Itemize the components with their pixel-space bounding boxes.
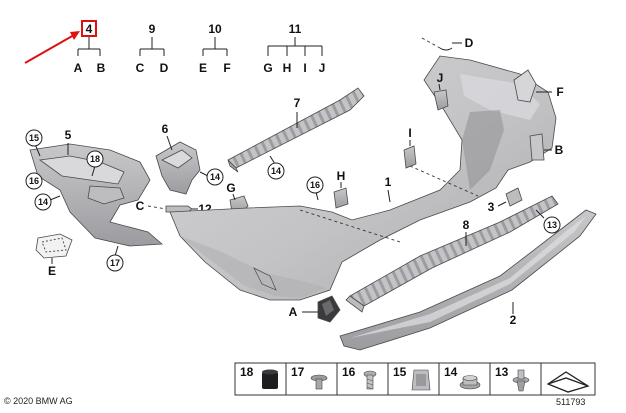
svg-text:16: 16 [310,180,320,190]
collar-nut-icon[interactable] [459,375,481,390]
part-6-bracket[interactable] [155,141,201,195]
tree-parent-9[interactable]: 9 [149,22,156,36]
callout-g[interactable]: G [226,181,235,195]
legend-num-13: 13 [495,365,509,379]
tree-group-11: 11 G H I J [263,22,325,75]
callout-7[interactable]: 7 [294,96,301,110]
part-1-rear-bumper[interactable] [169,55,557,301]
diagram-number: 511793 [556,397,586,407]
circle-callout-18[interactable]: 18 [86,150,104,177]
repair-kit-icon[interactable] [546,371,590,393]
svg-text:14: 14 [38,197,48,207]
callout-8[interactable]: 8 [463,218,470,232]
fastener-legend: 18 17 16 15 14 13 [234,362,596,396]
callout-a[interactable]: A [289,305,298,319]
svg-text:13: 13 [547,220,557,230]
svg-text:14: 14 [210,172,220,182]
circle-callout-14-mid[interactable]: 14 [199,168,224,186]
legend-num-18: 18 [240,365,254,379]
tree-group-9: 9 C D [136,22,169,75]
clip-nut-icon[interactable] [411,369,431,391]
part-e-small-bracket[interactable] [35,233,73,259]
callout-1[interactable]: 1 [385,175,392,189]
legend-num-14: 14 [444,365,458,379]
tree-child-b[interactable]: B [97,61,106,75]
callout-f[interactable]: F [556,85,563,99]
circle-callout-16-left[interactable]: 16 [25,172,43,190]
copyright-text: © 2020 BMW AG [4,396,73,406]
screw-icon[interactable] [363,370,377,390]
callout-e[interactable]: E [48,264,56,278]
part-7-guide-rail[interactable] [227,87,365,173]
part-3-bracket[interactable] [505,187,523,207]
circle-callout-16-mid[interactable]: 16 [306,176,324,201]
legend-num-17: 17 [291,365,305,379]
push-rivet-icon[interactable] [512,369,530,392]
highlight-box [81,20,97,37]
expanding-rivet-icon[interactable] [310,374,328,390]
tree-child-f[interactable]: F [223,61,230,75]
part-b-bracket[interactable] [529,133,545,161]
callout-b[interactable]: B [555,143,564,157]
part-f-bracket[interactable] [513,69,537,103]
svg-text:16: 16 [29,176,39,186]
highlight-arrow-icon [24,31,80,64]
tree-child-j[interactable]: J [319,61,326,75]
part-5-side-bracket[interactable] [29,143,164,247]
tree-child-g[interactable]: G [263,61,272,75]
circle-callout-14-rail[interactable]: 14 [267,155,285,180]
svg-text:15: 15 [29,133,39,143]
circle-callout-17[interactable]: 17 [106,245,124,272]
tree-child-h[interactable]: H [283,61,292,75]
tree-child-d[interactable]: D [160,61,169,75]
tree-group-10: 10 E F [199,22,231,75]
tree-parent-10[interactable]: 10 [208,22,222,36]
part-12-pin[interactable] [165,205,193,213]
callout-i[interactable]: I [408,126,411,140]
tree-group-4: 4 A B [74,20,106,75]
part-a-reflector[interactable] [317,295,341,323]
callout-5[interactable]: 5 [65,128,72,142]
part-i-clip[interactable] [403,145,417,169]
circle-callout-15[interactable]: 15 [25,129,43,157]
circle-callout-14-left[interactable]: 14 [34,193,61,211]
legend-num-16: 16 [342,365,356,379]
part-8-support-frame[interactable] [345,195,559,313]
callout-2[interactable]: 2 [510,313,517,327]
tree-parent-4[interactable]: 4 [86,22,93,36]
part-j-clip[interactable] [433,89,449,111]
callout-3[interactable]: 3 [488,200,495,214]
tree-child-c[interactable]: C [136,61,145,75]
svg-text:18: 18 [90,154,100,164]
tree-child-e[interactable]: E [199,61,207,75]
legend-num-15: 15 [393,365,407,379]
callout-j[interactable]: J [437,71,444,85]
part-h-clip[interactable] [333,187,349,209]
tree-child-a[interactable]: A [74,61,83,75]
part-2-diffuser[interactable] [339,209,597,351]
callout-d[interactable]: D [465,36,474,50]
part-d-antenna[interactable] [421,37,453,51]
svg-text:14: 14 [271,166,281,176]
tree-parent-11[interactable]: 11 [289,22,302,36]
tree-child-i[interactable]: I [303,61,306,75]
callout-h[interactable]: H [337,169,346,183]
circle-callout-13[interactable]: 13 [535,209,561,234]
callout-c[interactable]: C [136,199,145,213]
svg-text:17: 17 [110,258,120,268]
rubber-buffer-icon[interactable] [262,369,278,390]
callout-6[interactable]: 6 [162,122,169,136]
